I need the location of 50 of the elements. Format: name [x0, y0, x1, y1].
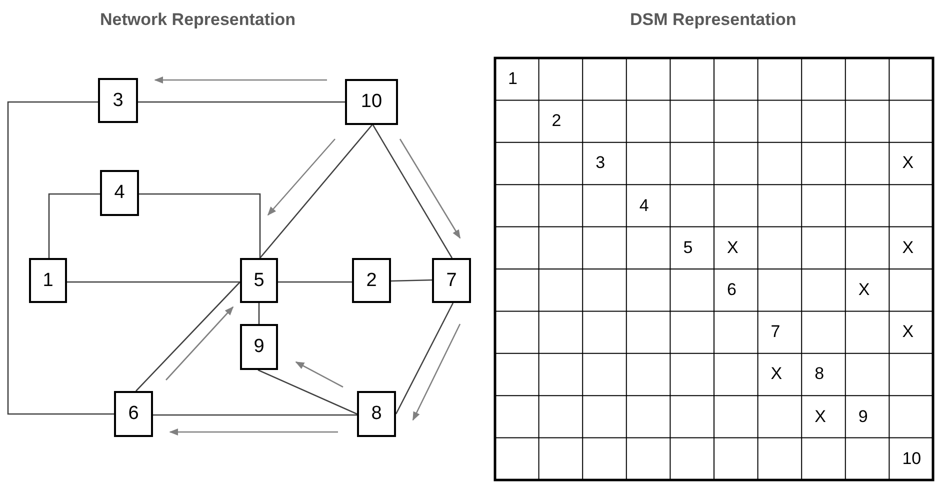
- section-heading: Network Representation: [100, 10, 296, 30]
- numbered-box: 1: [29, 258, 67, 303]
- matrix-entry: 5: [683, 238, 693, 258]
- numbered-box: 7: [432, 258, 471, 303]
- arrow: [166, 306, 234, 380]
- section-heading: DSM Representation: [630, 10, 796, 30]
- numbered-box: 3: [98, 78, 138, 123]
- connector-line: [7, 101, 114, 415]
- connector-line: [258, 369, 358, 415]
- arrow: [267, 138, 336, 216]
- matrix-entry: 1: [508, 69, 518, 89]
- connector-line: [278, 281, 352, 283]
- matrix-entry: 6: [727, 280, 736, 300]
- numbered-box: 4: [100, 170, 139, 216]
- connector-line: [153, 414, 357, 416]
- matrix-entry: X: [727, 238, 738, 258]
- matrix-entry: X: [902, 238, 914, 258]
- matrix-entry: X: [770, 364, 782, 384]
- connector-line: [139, 193, 261, 258]
- connector-line: [372, 124, 453, 258]
- connector-line: [260, 124, 372, 258]
- arrow: [169, 428, 338, 436]
- matrix-entry: X: [902, 322, 914, 342]
- matrix-entry: X: [814, 406, 826, 427]
- matrix-entry: 7: [770, 322, 780, 342]
- numbered-box: 10: [345, 79, 398, 125]
- matrix-entry: 2: [552, 111, 562, 132]
- connector-line: [390, 279, 432, 282]
- numbered-box: 5: [240, 258, 278, 303]
- numbered-box: 2: [352, 258, 391, 303]
- connector-line: [136, 282, 240, 392]
- matrix-entry: 4: [639, 196, 649, 216]
- numbered-box: 6: [114, 391, 153, 437]
- connector-line: [258, 303, 260, 324]
- arrow: [399, 138, 461, 239]
- arrow: [295, 361, 344, 388]
- matrix-entry: X: [902, 153, 914, 174]
- connector-line: [138, 101, 345, 103]
- matrix-entry: 8: [814, 364, 824, 384]
- arrow: [412, 324, 461, 421]
- connector-line: [67, 281, 240, 283]
- numbered-box: 8: [357, 391, 396, 437]
- numbered-box: 9: [240, 324, 278, 370]
- connector-line: [395, 302, 454, 414]
- arrow: [154, 76, 327, 84]
- matrix-entry: 3: [596, 153, 606, 174]
- matrix-entry: 10: [902, 448, 922, 469]
- connector-line: [48, 193, 100, 258]
- matrix-entry: 9: [858, 406, 868, 427]
- matrix-entry: X: [858, 280, 870, 300]
